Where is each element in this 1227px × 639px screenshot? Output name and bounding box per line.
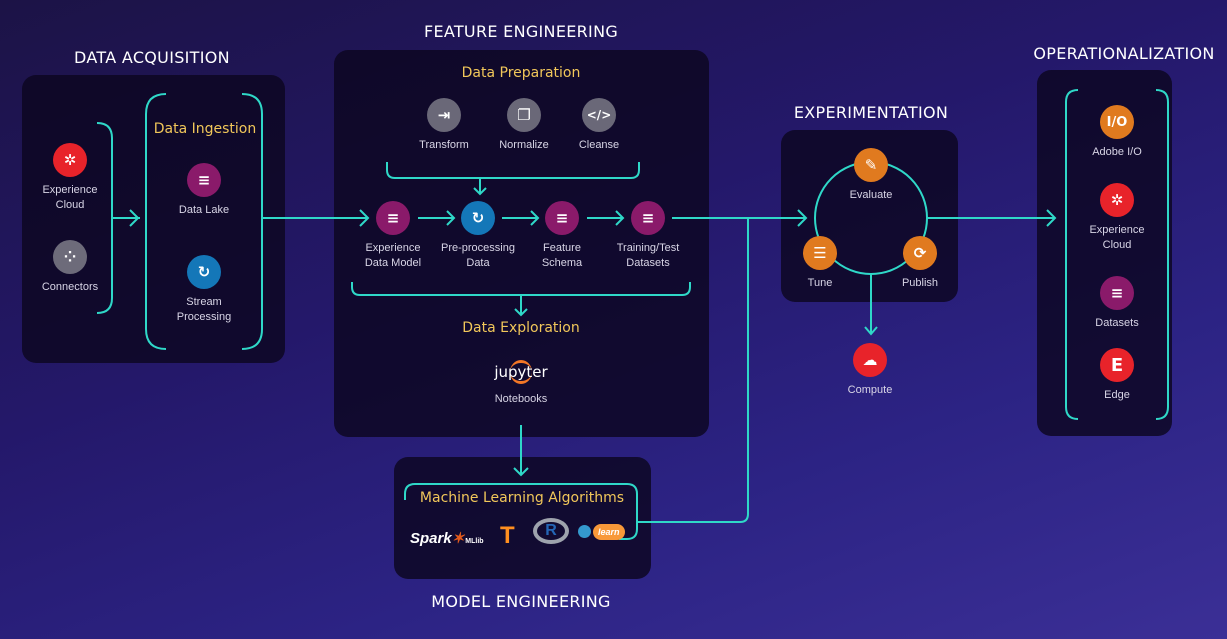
node-normalize: ❐ Normalize xyxy=(489,98,559,153)
jupyter-logo: jupyter xyxy=(466,352,576,392)
section-title-experimentation: EXPERIMENTATION xyxy=(793,103,949,122)
r-logo: R xyxy=(533,518,569,544)
refresh-icon: ↻ xyxy=(187,255,221,289)
node-tune: ☰ Tune xyxy=(790,236,850,291)
code-icon: </> xyxy=(582,98,616,132)
ruler-icon: ✎ xyxy=(854,148,888,182)
dataset-flask-icon: ≡ xyxy=(631,201,665,235)
arrow-to-ingestion xyxy=(112,209,140,227)
subsection-preparation: Data Preparation xyxy=(461,65,581,81)
node-stream-processing: ↻ Stream Processing xyxy=(169,255,239,325)
tensorflow-logo: T xyxy=(500,522,515,549)
arrow-to-preproc xyxy=(473,178,487,196)
node-label: Cleanse xyxy=(578,139,620,151)
section-title-operationalization: OPERATIONALIZATION xyxy=(1033,44,1215,63)
bracket-op-left xyxy=(1065,89,1079,420)
bracket-ml xyxy=(404,483,638,540)
node-label: Training/Test Datasets xyxy=(616,242,680,269)
bracket-op-right xyxy=(1155,89,1169,420)
subsection-ml: Machine Learning Algorithms xyxy=(419,490,625,506)
adobe-io-icon: I/O xyxy=(1100,105,1134,139)
node-experience-cloud-op: ✲ Experience Cloud xyxy=(1082,183,1152,253)
node-compute: ☁ Compute xyxy=(815,343,925,398)
section-title-acquisition: DATA ACQUISITION xyxy=(74,48,230,67)
arrow-to-exploration xyxy=(514,295,528,317)
edge-icon: E xyxy=(1100,348,1134,382)
node-datasets: ≡ Datasets xyxy=(1062,276,1172,331)
experience-cloud-icon: ✲ xyxy=(1100,183,1134,217)
node-label: Normalize xyxy=(499,139,549,151)
arrow-to-edm xyxy=(262,209,370,227)
node-transform: ⇥ Transform xyxy=(409,98,479,153)
node-label: Notebooks xyxy=(494,393,548,405)
database-icon: ≡ xyxy=(187,163,221,197)
connectors-icon: ⁘ xyxy=(53,240,87,274)
node-label: Feature Schema xyxy=(541,242,583,269)
node-label: Edge xyxy=(1104,389,1130,401)
acquisition-panel xyxy=(22,75,285,363)
node-label: Tune xyxy=(807,277,833,289)
arrow-to-compute xyxy=(864,274,878,336)
node-experience-data-model: ≡ Experience Data Model xyxy=(357,201,429,271)
sliders-icon: ☰ xyxy=(803,236,837,270)
node-label: Connectors xyxy=(41,281,99,293)
database-icon: ≡ xyxy=(1100,276,1134,310)
node-connectors: ⁘ Connectors xyxy=(15,240,125,295)
arrow-to-ml xyxy=(513,425,529,477)
node-data-lake: ≡ Data Lake xyxy=(149,163,259,218)
model-panel xyxy=(394,457,651,579)
refresh-icon: ↻ xyxy=(461,201,495,235)
spark-mllib-logo: Spark✶MLlib xyxy=(410,530,484,547)
node-cleanse: </> Cleanse xyxy=(564,98,634,153)
bracket-ingestion-right xyxy=(241,93,263,350)
bracket-pipeline xyxy=(351,282,691,296)
node-label: Transform xyxy=(419,139,469,151)
node-label: Experience Cloud xyxy=(1089,224,1145,251)
node-label: Compute xyxy=(847,384,893,396)
normalize-icon: ❐ xyxy=(507,98,541,132)
node-label: Stream Processing xyxy=(176,296,232,323)
node-label: Publish xyxy=(901,277,939,289)
subsection-exploration: Data Exploration xyxy=(462,320,580,336)
node-experience-cloud: ✲ Experience Cloud xyxy=(30,143,110,213)
ml-to-experimentation xyxy=(637,218,749,523)
arrow-to-experimentation xyxy=(672,209,808,227)
publish-cycle-icon: ⟳ xyxy=(903,236,937,270)
scikit-learn-logo: learn xyxy=(578,523,625,541)
database-icon: ≡ xyxy=(376,201,410,235)
node-label: Adobe I/O xyxy=(1092,146,1142,158)
subsection-ingestion: Data Ingestion xyxy=(153,121,257,137)
node-edge: E Edge xyxy=(1062,348,1172,403)
node-label: Pre-processing Data xyxy=(441,242,515,269)
node-label: Datasets xyxy=(1095,317,1139,329)
pipeline-arrows xyxy=(418,210,625,226)
node-label: Experience Data Model xyxy=(364,242,422,269)
node-feature-schema: ≡ Feature Schema xyxy=(532,201,592,271)
cloud-icon: ☁ xyxy=(853,343,887,377)
experience-cloud-icon: ✲ xyxy=(53,143,87,177)
node-label: Experience Cloud xyxy=(42,184,98,211)
node-adobe-io: I/O Adobe I/O xyxy=(1062,105,1172,160)
section-title-feature: FEATURE ENGINEERING xyxy=(423,22,619,41)
node-preprocessing: ↻ Pre-processing Data xyxy=(436,201,520,271)
node-evaluate: ✎ Evaluate xyxy=(836,148,906,203)
database-icon: ≡ xyxy=(545,201,579,235)
bracket-preparation xyxy=(386,162,640,179)
bracket-ingestion-left xyxy=(145,93,167,350)
arrow-to-operationalization xyxy=(927,209,1057,227)
node-label: Evaluate xyxy=(849,189,893,201)
node-training-datasets: ≡ Training/Test Datasets xyxy=(608,201,688,271)
transform-icon: ⇥ xyxy=(427,98,461,132)
section-title-model: MODEL ENGINEERING xyxy=(431,592,611,611)
node-label: Data Lake xyxy=(178,204,230,216)
node-publish: ⟳ Publish xyxy=(890,236,950,291)
